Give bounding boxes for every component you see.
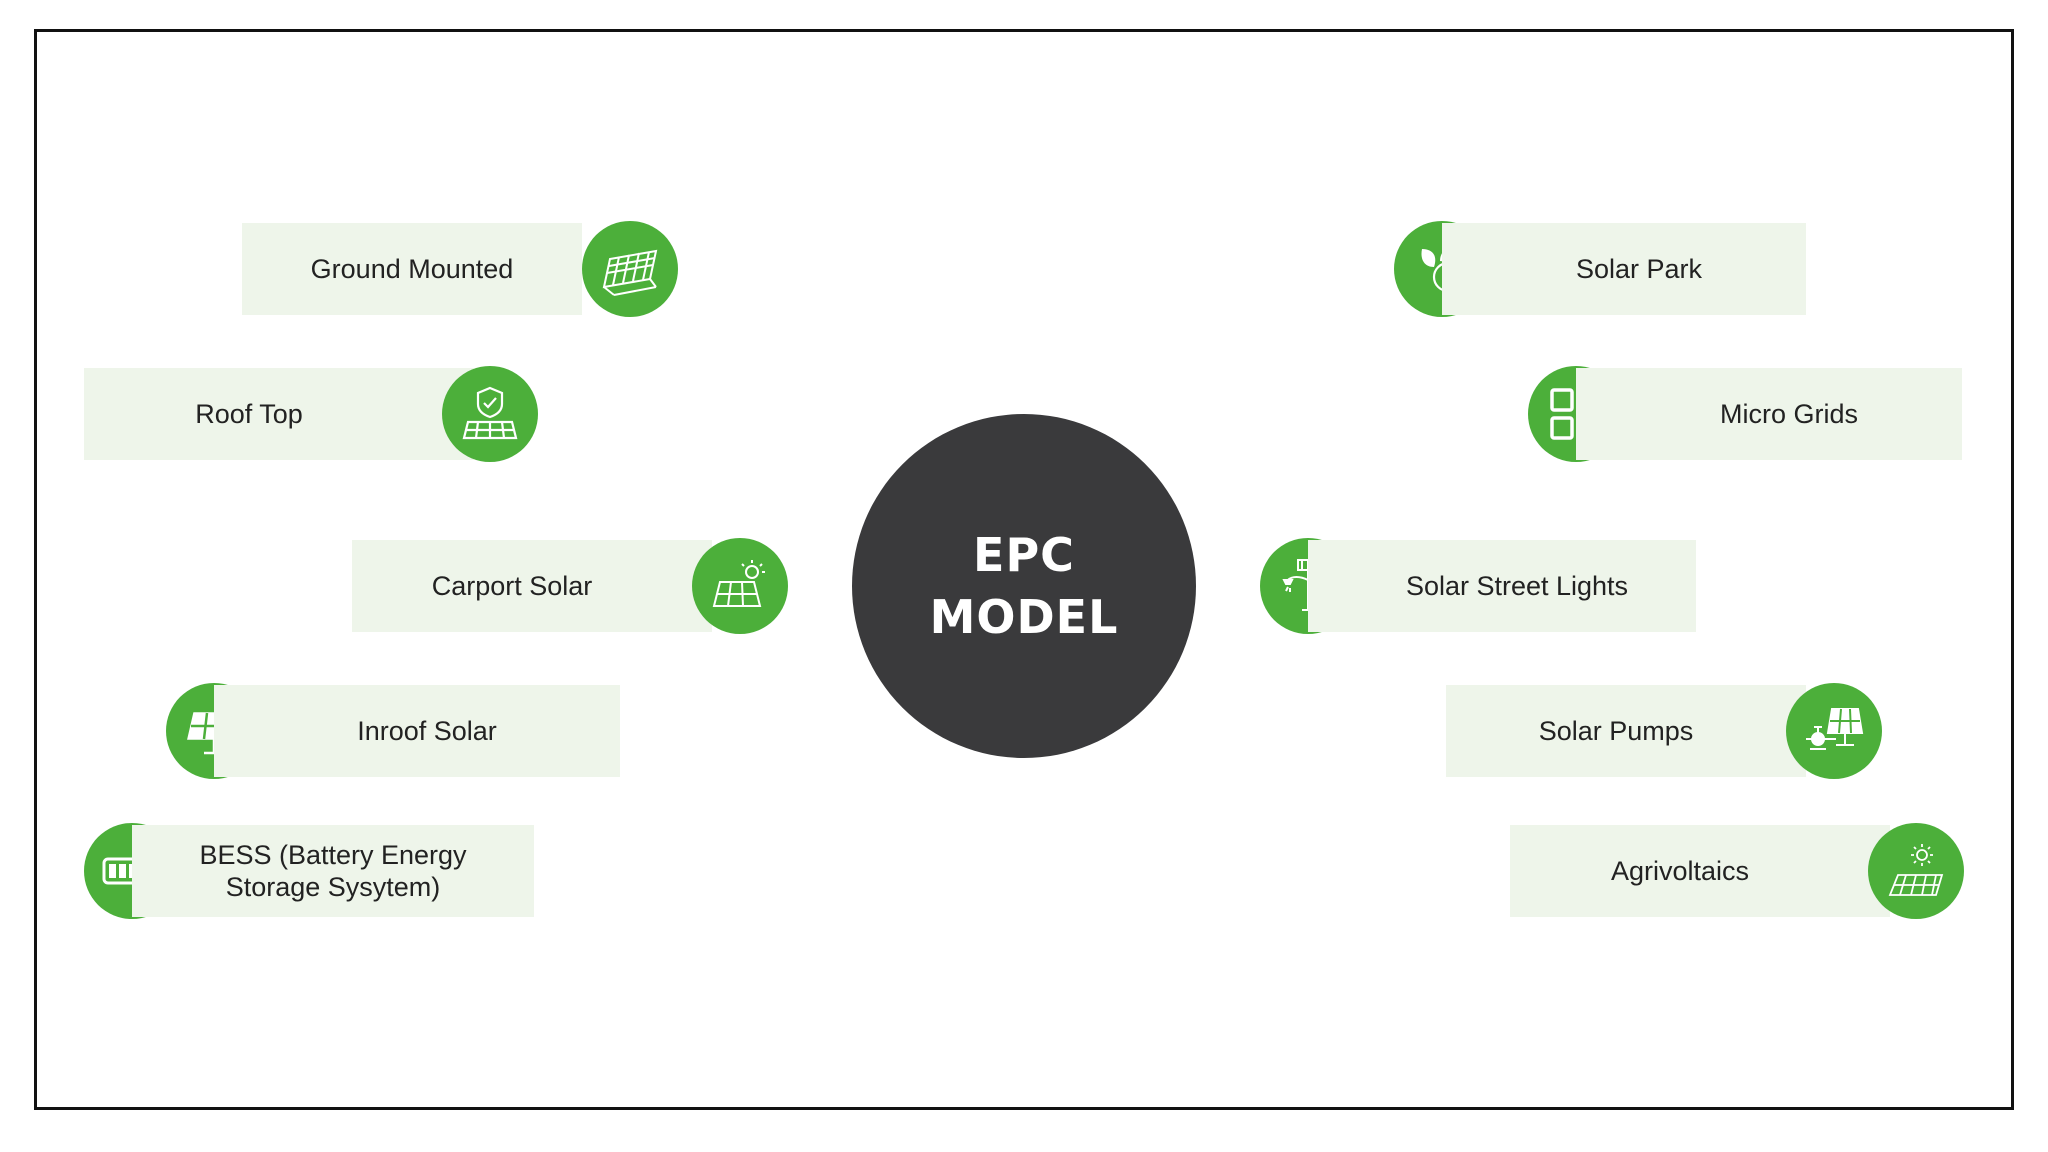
item-solar-park[interactable]: Solar Park [1394, 221, 1806, 317]
item-label: Inroof Solar [357, 716, 497, 746]
item-ground-mounted[interactable]: Ground Mounted [242, 221, 678, 317]
item-ground-mounted-bar: Ground Mounted [242, 223, 582, 315]
item-roof-top[interactable]: Roof Top [84, 366, 538, 462]
item-roof-top-bar: Roof Top [84, 368, 474, 460]
item-micro-grids[interactable]: Micro Grids [1528, 366, 1962, 462]
solar-pump-icon[interactable] [1786, 683, 1882, 779]
item-label: Solar Pumps [1538, 716, 1694, 746]
item-label: Micro Grids [1719, 399, 1858, 429]
item-solar-street-lights-bar: Solar Street Lights [1308, 540, 1696, 632]
ground-mounted-panel-icon[interactable] [582, 221, 678, 317]
item-solar-park-bar: Solar Park [1442, 223, 1806, 315]
item-solar-pumps[interactable]: Solar Pumps [1446, 683, 1882, 779]
item-bess[interactable]: BESS (Battery Energy Storage Sysytem) [84, 823, 534, 919]
carport-solar-panel-sun-icon[interactable] [692, 538, 788, 634]
hub-title-line2: MODEL [929, 590, 1119, 644]
item-bess-bar: BESS (Battery Energy Storage Sysytem) [132, 825, 534, 917]
item-label: Agrivoltaics [1610, 856, 1750, 886]
item-solar-street-lights[interactable]: Solar Street Lights [1260, 538, 1696, 634]
item-micro-grids-bar: Micro Grids [1576, 368, 1962, 460]
item-label-line2: Storage Sysytem) [225, 872, 441, 902]
item-label: Solar Street Lights [1405, 571, 1629, 601]
item-carport-solar[interactable]: Carport Solar [352, 538, 788, 634]
hub-title-line1: EPC [973, 528, 1075, 582]
item-label: Ground Mounted [310, 254, 514, 284]
item-agrivoltaics[interactable]: Agrivoltaics [1510, 823, 1964, 919]
item-solar-pumps-bar: Solar Pumps [1446, 685, 1806, 777]
item-inroof-solar-bar: Inroof Solar [214, 685, 620, 777]
item-label: Roof Top [195, 399, 303, 429]
item-carport-solar-bar: Carport Solar [352, 540, 712, 632]
item-label-line1: BESS (Battery Energy [199, 840, 467, 870]
item-agrivoltaics-bar: Agrivoltaics [1510, 825, 1890, 917]
item-inroof-solar[interactable]: Inroof Solar [166, 683, 620, 779]
agrivoltaics-sun-panel-icon[interactable] [1868, 823, 1964, 919]
roof-top-shield-icon[interactable] [442, 366, 538, 462]
epc-model-hub: EPC MODEL [852, 414, 1196, 758]
item-label: Solar Park [1575, 254, 1703, 284]
item-label: Carport Solar [431, 571, 593, 601]
